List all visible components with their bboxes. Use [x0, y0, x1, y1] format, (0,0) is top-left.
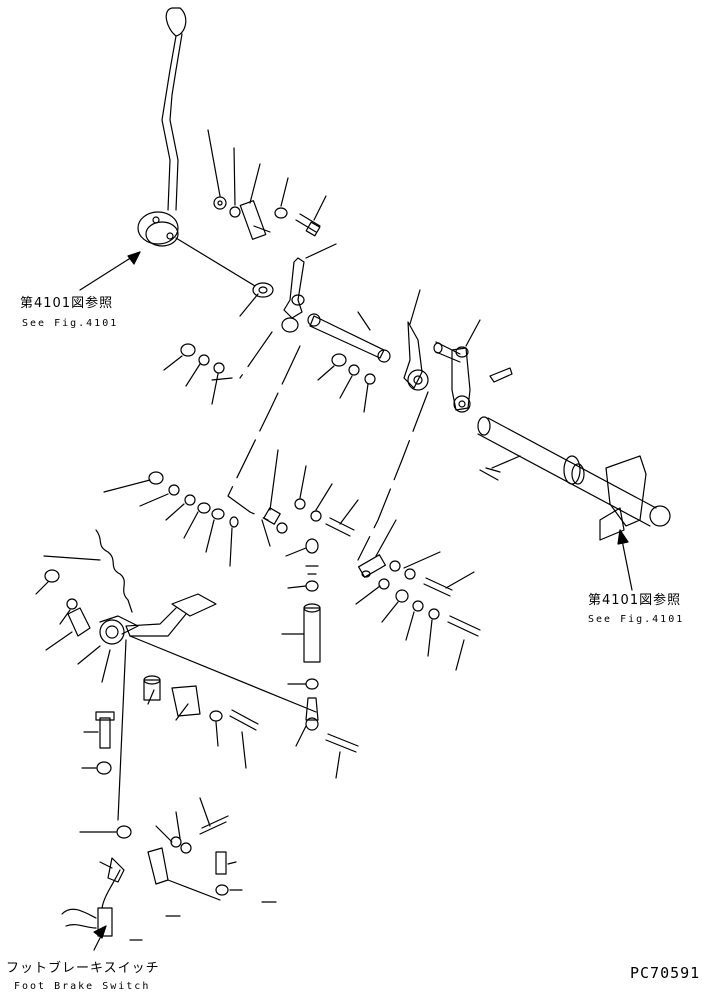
foot-brake-switch-label-jp: フットブレーキスイッチ [6, 961, 160, 976]
right-clevis-group [356, 520, 480, 670]
reference-arrow [80, 252, 140, 290]
shaft-assembly [478, 417, 670, 590]
upper-bolt-group [208, 130, 326, 239]
shift-lever [138, 8, 186, 246]
middle-right-hardware [318, 354, 375, 412]
foot-brake-switch [62, 870, 180, 950]
right-lever-arm [452, 320, 512, 412]
ref-label-en-right: See Fig.4101 [588, 614, 685, 625]
switch-bracket [80, 640, 276, 902]
ref-label-jp-right: 第4101図参照 [588, 593, 682, 608]
pedal-hardware [36, 570, 358, 778]
middle-left-hardware [164, 344, 224, 404]
mid-hardware-row [104, 450, 358, 566]
link-rod [308, 312, 390, 362]
guide-lines [212, 332, 428, 560]
washer [253, 283, 273, 297]
brake-pedal [44, 530, 316, 712]
turnbuckle-rod [282, 539, 320, 746]
ref-label-jp-top-left: 第4101図参照 [20, 296, 114, 311]
bell-crank [404, 290, 460, 390]
drawing-code: PC70591 [630, 964, 701, 982]
upper-link-arm [240, 244, 336, 332]
foot-brake-switch-label-en: Foot Brake Switch [14, 981, 151, 992]
ref-label-en-top-left: See Fig.4101 [22, 318, 119, 329]
